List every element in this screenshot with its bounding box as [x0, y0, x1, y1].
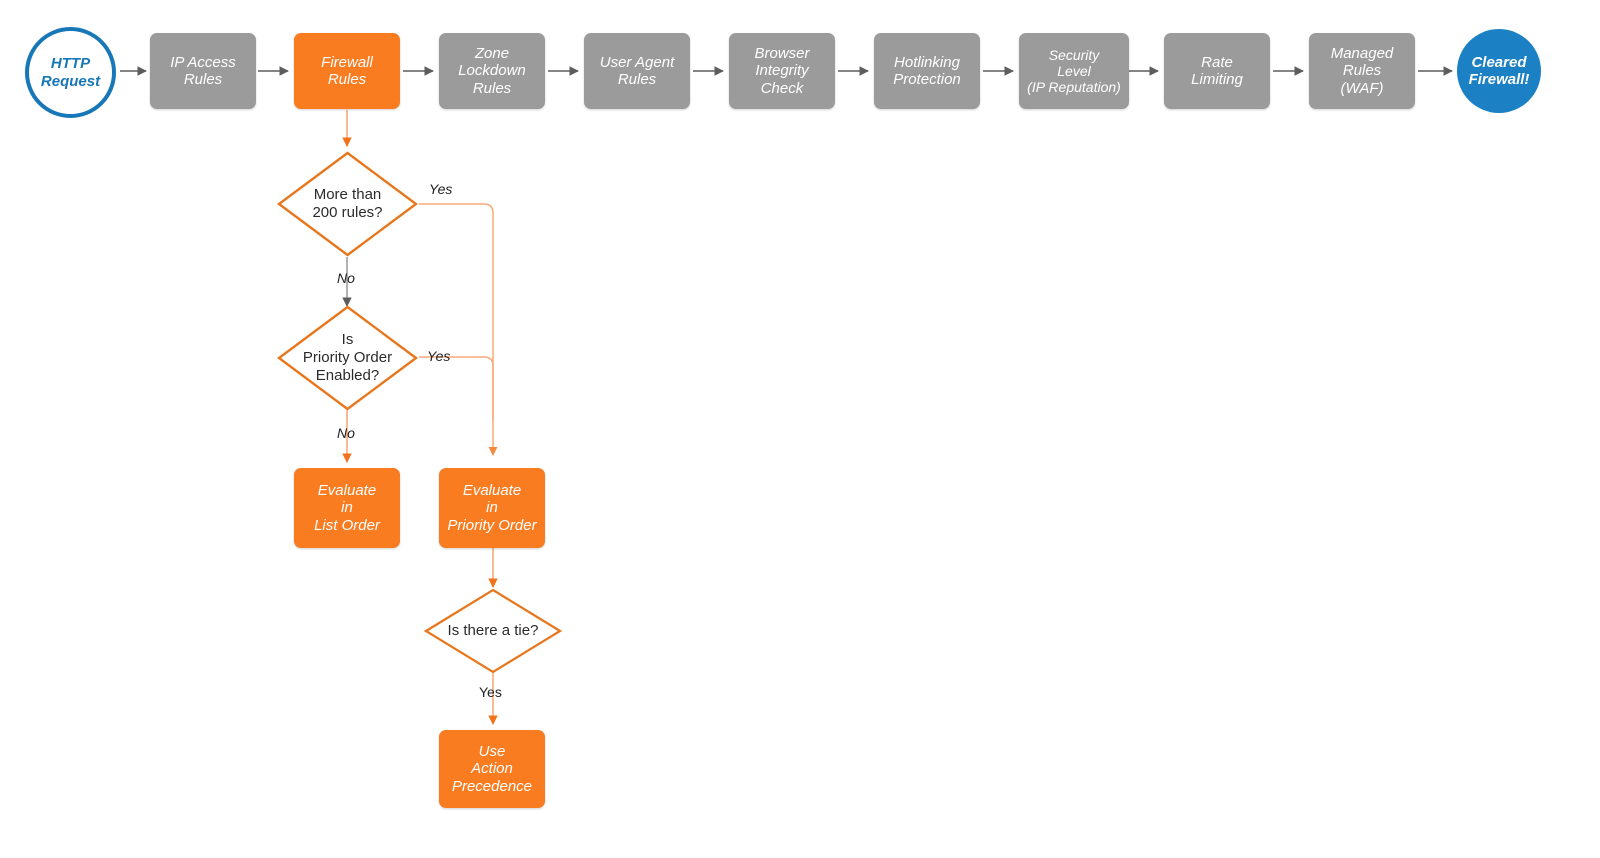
node-security-level[interactable]: Security Level (IP Reputation) — [1019, 33, 1129, 109]
node-label: Zone Lockdown Rules — [458, 44, 526, 97]
node-is-priority-order-enabled[interactable]: Is Priority Order Enabled? — [277, 305, 418, 411]
edge-label-tie-yes: Yes — [479, 684, 502, 700]
node-evaluate-in-priority-order[interactable]: Evaluate in Priority Order — [439, 468, 545, 548]
node-zone-lockdown-rules[interactable]: Zone Lockdown Rules — [439, 33, 545, 109]
node-rate-limiting[interactable]: Rate Limiting — [1164, 33, 1270, 109]
node-label: Is there a tie? — [447, 622, 539, 639]
node-browser-integrity-check[interactable]: Browser Integrity Check — [729, 33, 835, 109]
edge-priority-order-yes — [419, 356, 494, 420]
node-label: Rate Limiting — [1191, 53, 1243, 88]
node-ip-access-rules[interactable]: IP Access Rules — [150, 33, 256, 109]
node-evaluate-in-list-order[interactable]: Evaluate in List Order — [294, 468, 400, 548]
node-label: User Agent Rules — [599, 53, 675, 88]
edge-more-rules-yes — [419, 203, 498, 456]
node-http-request[interactable]: HTTP Request — [25, 27, 116, 118]
diamond-shape-icon — [277, 305, 418, 411]
node-label: Security Level (IP Reputation) — [1027, 46, 1121, 96]
node-label: Evaluate in Priority Order — [447, 481, 537, 534]
node-user-agent-rules[interactable]: User Agent Rules — [584, 33, 690, 109]
node-label: More than 200 rules? — [312, 186, 383, 221]
edge-label-more-rules-yes: Yes — [429, 181, 453, 197]
node-label: IP Access Rules — [170, 53, 236, 88]
edge-label-priority-order-yes: Yes — [427, 348, 451, 364]
node-label: Evaluate in List Order — [314, 481, 380, 534]
node-label: HTTP Request — [40, 55, 101, 90]
node-more-than-200-rules[interactable]: More than 200 rules? — [277, 151, 418, 257]
node-use-action-precedence[interactable]: Use Action Precedence — [439, 730, 545, 808]
node-label: Browser Integrity Check — [754, 44, 810, 97]
edge-label-more-rules-no: No — [337, 270, 355, 286]
node-cleared-firewall[interactable]: Cleared Firewall! — [1457, 29, 1541, 113]
node-managed-rules-waf[interactable]: Managed Rules (WAF) — [1309, 33, 1415, 109]
node-label: Hotlinking Protection — [893, 53, 961, 88]
node-label: Cleared Firewall! — [1468, 53, 1530, 88]
node-label: Is Priority Order Enabled? — [302, 331, 393, 384]
node-is-there-a-tie[interactable]: Is there a tie? — [424, 588, 562, 674]
node-firewall-rules[interactable]: Firewall Rules — [294, 33, 400, 109]
edge-label-priority-order-no: No — [337, 425, 355, 441]
node-label: Use Action Precedence — [451, 742, 533, 795]
node-hotlinking-protection[interactable]: Hotlinking Protection — [874, 33, 980, 109]
diamond-shape-icon — [277, 151, 418, 257]
node-label: Firewall Rules — [321, 53, 373, 88]
node-label: Managed Rules (WAF) — [1330, 44, 1394, 97]
